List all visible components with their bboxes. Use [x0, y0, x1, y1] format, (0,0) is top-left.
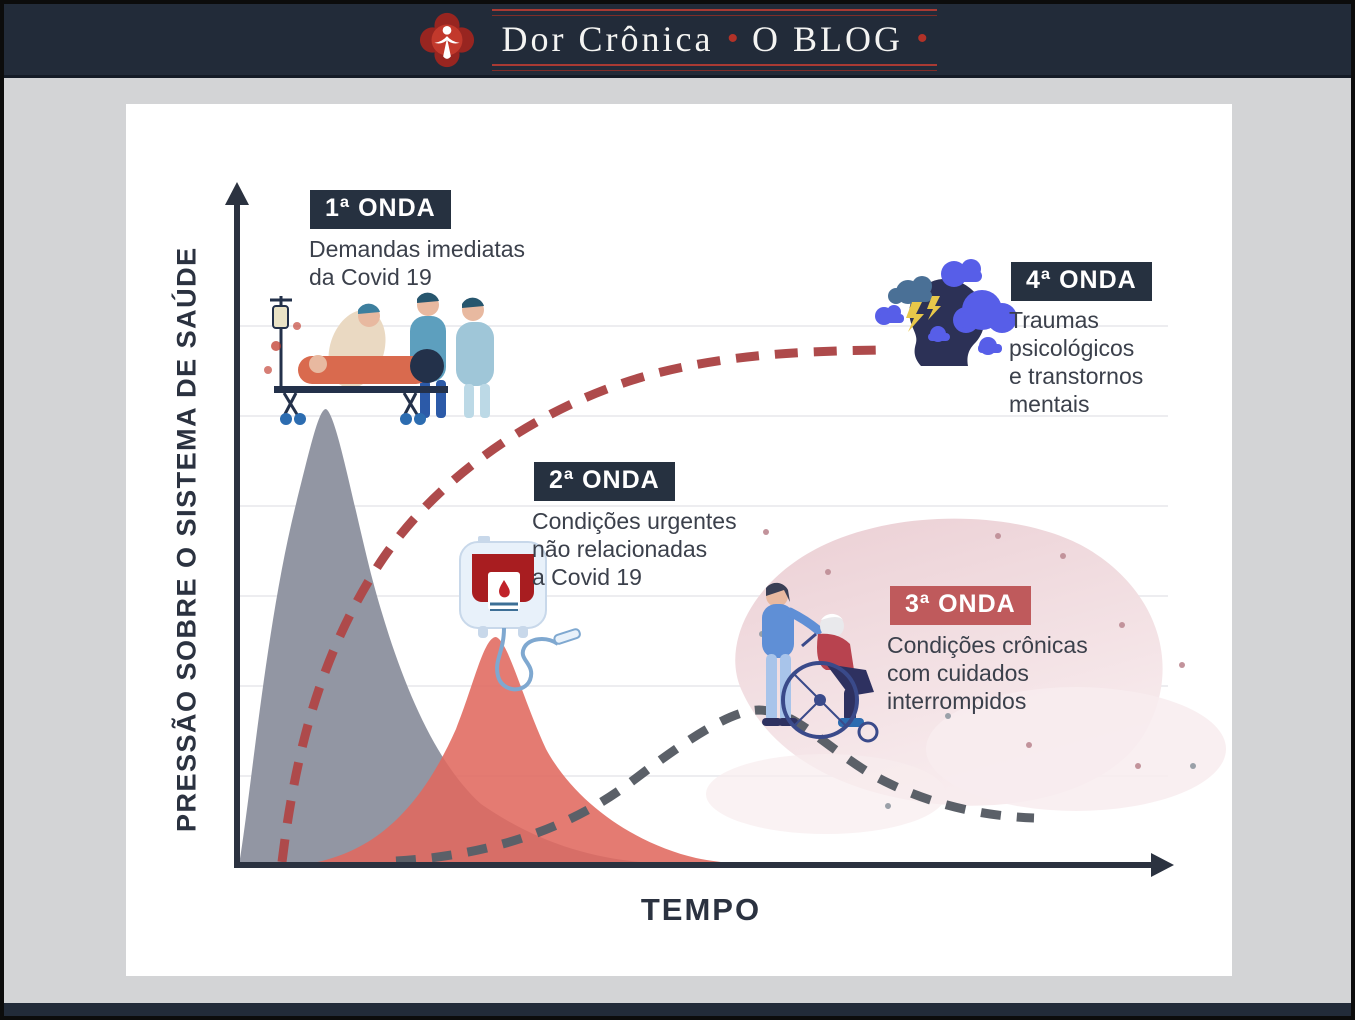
wave2-area — [301, 637, 786, 866]
wave4-badge: 4ª ONDA — [1011, 262, 1152, 301]
wave4-description: Traumas psicológicos e transtornos menta… — [1009, 307, 1144, 417]
blog-header: Dor Crônica • O BLOG • — [4, 4, 1351, 78]
blood-bag-icon — [459, 536, 581, 692]
blog-brand-name: Dor Crônica — [501, 18, 714, 59]
chart-card: PRESSÃO SOBRE O SISTEMA DE SAÚDE TEMPO 1… — [126, 104, 1232, 976]
stretcher-patient-icon — [264, 292, 494, 425]
waves-chart — [225, 182, 1226, 877]
wave2-badge: 2ª ONDA — [534, 462, 675, 501]
x-axis-arrow — [1151, 853, 1174, 877]
wave4-dashed-curve — [277, 345, 883, 863]
wave1-area — [239, 409, 726, 865]
wave1-description: Demandas imediatas da Covid 19 — [309, 236, 526, 290]
y-axis-arrow — [225, 182, 249, 205]
wave1-badge: 1ª ONDA — [310, 190, 451, 229]
title-top-rule — [491, 8, 938, 16]
title-bottom-rule — [491, 63, 938, 71]
footer-strip — [4, 1003, 1351, 1016]
pink-blob-background — [706, 518, 1226, 834]
wave2-description: Condições urgentes não relacionadas a Co… — [532, 508, 737, 590]
wave3-badge: 3ª ONDA — [890, 586, 1031, 625]
wave3-description: Condições crônicas com cuidados interrom… — [887, 632, 1088, 714]
wheelchair-patient-icon — [762, 582, 879, 743]
x-axis-label: TEMPO — [640, 892, 762, 927]
separator-dot-icon: • — [727, 21, 738, 55]
axes — [234, 200, 1156, 868]
wave3-dashed-curve — [395, 705, 1035, 866]
trailing-dot-icon: • — [916, 21, 928, 55]
mind-storm-icon — [875, 259, 1017, 366]
blog-section-name: O BLOG — [751, 18, 903, 59]
brand-logo-icon — [419, 12, 474, 67]
blog-title-block: Dor Crônica • O BLOG • — [491, 8, 938, 71]
y-axis-label: PRESSÃO SOBRE O SISTEMA DE SAÚDE — [171, 246, 202, 832]
